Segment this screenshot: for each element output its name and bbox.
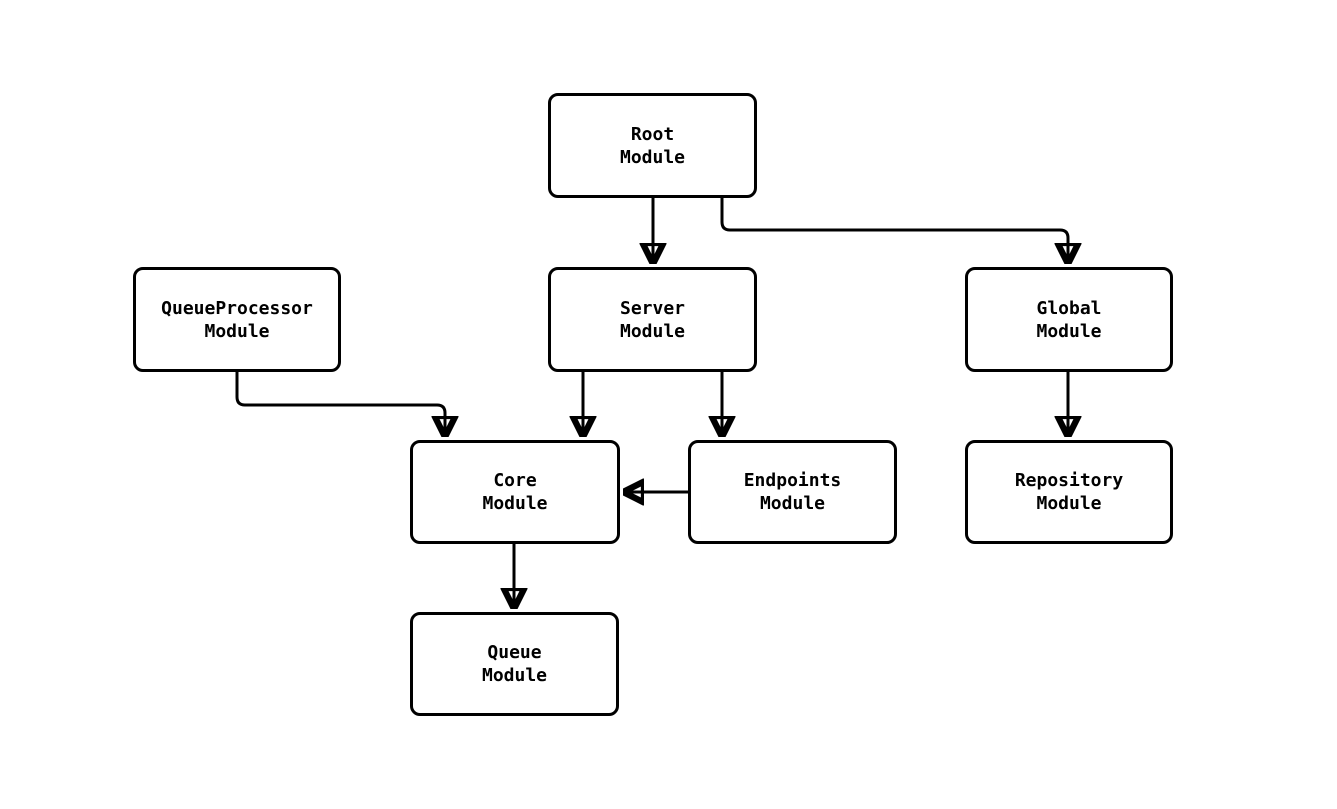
node-server-module-label: Server Module xyxy=(619,297,686,342)
node-core-module-label: Core Module xyxy=(482,470,548,514)
node-global-module: Global Module xyxy=(965,267,1173,372)
node-endpoints-module-label: Endpoints Module xyxy=(743,470,842,514)
node-queue-module-label: Queue Module xyxy=(481,642,548,686)
node-server-module: Server Module xyxy=(548,267,757,372)
node-queueprocessor-module: QueueProcessor Module xyxy=(133,267,341,372)
node-global-module-label: Global Module xyxy=(1036,297,1102,342)
node-queueprocessor-module-label: QueueProcessor Module xyxy=(161,297,313,342)
node-endpoints-module: Endpoints Module xyxy=(688,440,897,544)
node-root-module-label: Root Module xyxy=(619,123,686,168)
edge-queueprocessor-to-core-arrow xyxy=(235,372,445,437)
node-repository-module: Repository Module xyxy=(965,440,1173,544)
node-root-module: Root Module xyxy=(548,93,757,198)
edge-root-to-global-arrow xyxy=(720,198,1068,264)
node-core-module: Core Module xyxy=(410,440,620,544)
node-repository-module-label: Repository Module xyxy=(1014,470,1124,514)
node-queue-module: Queue Module xyxy=(410,612,619,716)
